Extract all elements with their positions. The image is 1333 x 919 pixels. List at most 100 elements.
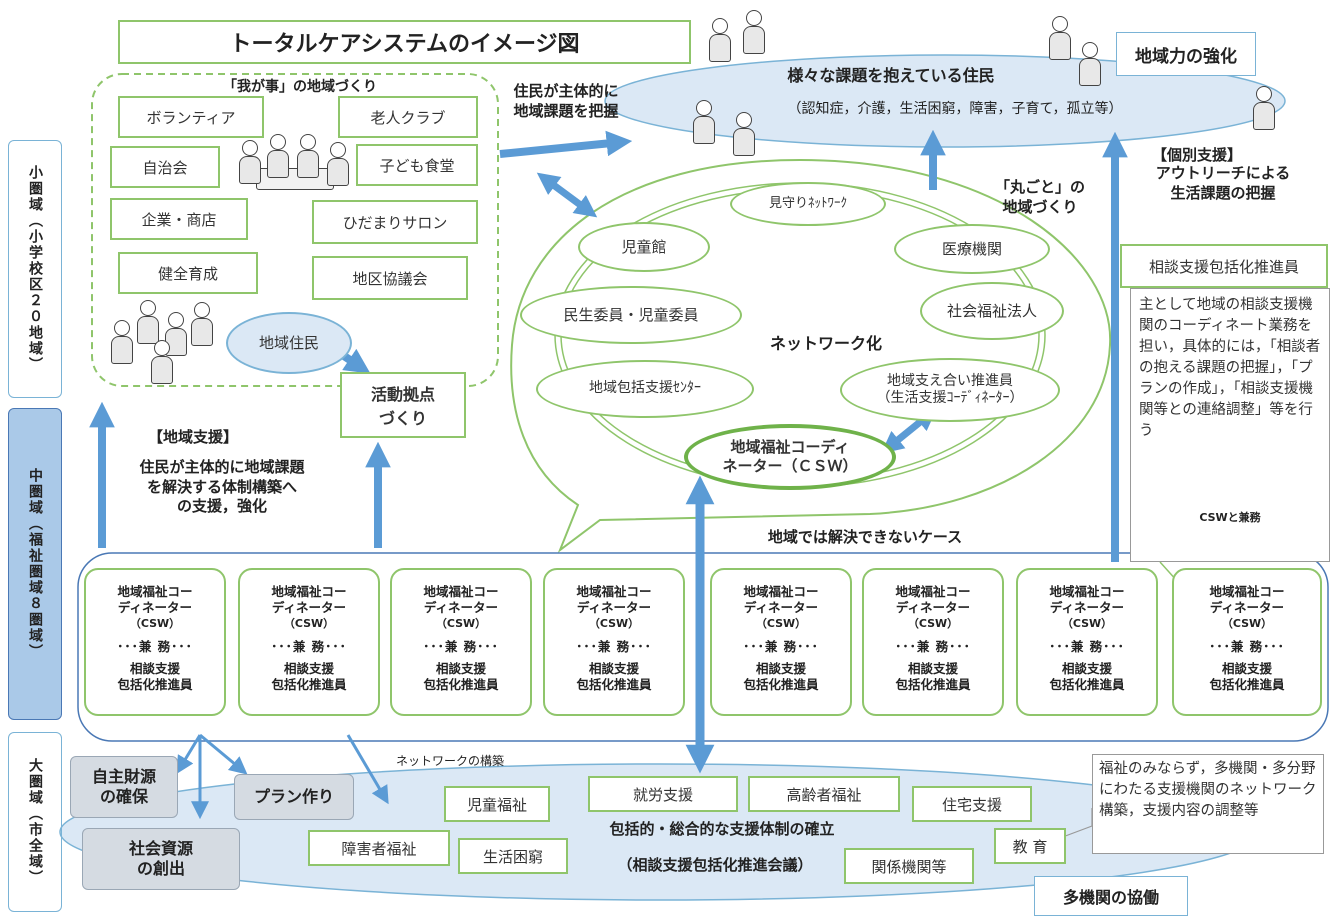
residents-illustration-3 bbox=[1040, 16, 1110, 88]
residents-illustration-1 bbox=[706, 10, 776, 68]
individual-support-body: アウトリーチによる 生活課題の把握 bbox=[1155, 164, 1291, 202]
network-node: 地域支え合い推進員 （生活支援ｺｰﾃﾞｨﾈｰﾀｰ） bbox=[840, 358, 1060, 422]
csw-card-line: ディネーター bbox=[895, 600, 971, 616]
csw-card-line: 相談支援 bbox=[755, 661, 806, 677]
csw-card-line: 地域福祉コー bbox=[1209, 584, 1285, 599]
arrow-community-network bbox=[536, 172, 598, 218]
csw-card-line: （CSW） bbox=[1061, 616, 1113, 630]
agency-box: 生活困窮 bbox=[458, 838, 568, 874]
csw-card-line: 相談支援 bbox=[588, 661, 639, 677]
community-title: 「我が事」の地域づくり bbox=[223, 79, 377, 95]
arrow-own-funds bbox=[176, 734, 202, 775]
csw-card-line: （CSW） bbox=[588, 616, 640, 630]
csw-hub: 地域福祉コーディ ネーター（ＣＳＷ） bbox=[684, 424, 896, 490]
agency-box: 関係機関等 bbox=[844, 848, 974, 884]
csw-card-line: ディネーター bbox=[1209, 600, 1285, 616]
csw-card: 地域福祉コー ディネーター （CSW） ･･･兼 務･･･ 相談支援 包括化推進… bbox=[1172, 568, 1322, 716]
promoter-note: CSWと兼務 bbox=[1199, 511, 1261, 524]
csw-card-line: ディネーター bbox=[271, 600, 347, 616]
marugoto-label: 「丸ごと」の 地域づくり bbox=[994, 178, 1085, 216]
arrow-network-build bbox=[346, 734, 389, 805]
csw-card-line: ディネーター bbox=[117, 600, 193, 616]
csw-card: 地域福祉コー ディネーター （CSW） ･･･兼 務･･･ 相談支援 包括化推進… bbox=[710, 568, 852, 716]
csw-card-line: （CSW） bbox=[907, 616, 959, 630]
region-support-heading: 【地域支援】 bbox=[148, 428, 239, 446]
council-label: （相談支援包括化推進会議） bbox=[617, 856, 813, 874]
network-node: 見守りﾈｯﾄﾜｰｸ bbox=[730, 182, 886, 226]
region-support-body: 住民が主体的に地域課題 を解決する体制構築へ の支援，強化 bbox=[139, 458, 305, 515]
csw-card-line: （CSW） bbox=[1221, 616, 1273, 630]
agency-box: 就労支援 bbox=[588, 776, 738, 812]
csw-card-kenmu: ･･･兼 務･･･ bbox=[576, 638, 652, 654]
csw-card-line: （CSW） bbox=[283, 616, 335, 630]
community-item: 自治会 bbox=[110, 146, 220, 188]
csw-card-kenmu: ･･･兼 務･･･ bbox=[271, 638, 347, 654]
csw-card-line: （CSW） bbox=[755, 616, 807, 630]
network-node: 社会福祉法人 bbox=[920, 282, 1064, 340]
csw-card-line: 地域福祉コー bbox=[423, 584, 499, 599]
csw-card-line: 地域福祉コー bbox=[743, 584, 819, 599]
csw-card-line: 相談支援 bbox=[1221, 661, 1272, 677]
csw-card: 地域福祉コー ディネーター （CSW） ･･･兼 務･･･ 相談支援 包括化推進… bbox=[543, 568, 685, 716]
csw-card-line: （CSW） bbox=[435, 616, 487, 630]
community-item: 企業・商店 bbox=[110, 198, 248, 240]
csw-card-line: ディネーター bbox=[743, 600, 819, 616]
sidebar-middle-area: 中圏域（福祉圏域８圏域） bbox=[8, 408, 62, 720]
csw-card-kenmu: ･･･兼 務･･･ bbox=[1209, 638, 1285, 654]
agency-box: 教 育 bbox=[994, 828, 1066, 864]
agency-box: 住宅支援 bbox=[912, 786, 1032, 822]
community-hub: 活動拠点 づくり bbox=[340, 372, 466, 438]
residents-detail: （認知症，介護，生活困窮，障害，子育て，孤立等） bbox=[787, 101, 1123, 117]
csw-card-line: 包括化推進員 bbox=[117, 677, 193, 693]
csw-card-line: 包括化推進員 bbox=[743, 677, 819, 693]
promoter-box: 主として地域の相談支援機関のコーディネート業務を担い，具体的には，「相談者の抱え… bbox=[1130, 288, 1330, 562]
csw-card-line: 相談支援 bbox=[283, 661, 334, 677]
csw-card: 地域福祉コー ディネーター （CSW） ･･･兼 務･･･ 相談支援 包括化推進… bbox=[238, 568, 380, 716]
csw-card: 地域福祉コー ディネーター （CSW） ･･･兼 務･･･ 相談支援 包括化推進… bbox=[84, 568, 226, 716]
community-residents: 地域住民 bbox=[226, 312, 352, 374]
promoter-body: 主として地域の相談支援機関のコーディネート業務を担い，具体的には，「相談者の抱え… bbox=[1139, 297, 1321, 440]
csw-card-kenmu: ･･･兼 務･･･ bbox=[1049, 638, 1125, 654]
residents-illustration bbox=[108, 300, 224, 386]
grasp-label: 住民が主体的に 地域課題を把握 bbox=[513, 82, 619, 120]
csw-card-line: ディネーター bbox=[423, 600, 499, 616]
csw-card-line: 相談支援 bbox=[907, 661, 958, 677]
network-center-label: ネットワーク化 bbox=[769, 334, 882, 353]
community-item: ボランティア bbox=[118, 96, 264, 138]
csw-card-line: 地域福祉コー bbox=[895, 584, 971, 599]
residents-illustration-4 bbox=[1250, 86, 1276, 130]
sidebar-large-area: 大圏域（市全域） bbox=[8, 732, 62, 912]
csw-card: 地域福祉コー ディネーター （CSW） ･･･兼 務･･･ 相談支援 包括化推進… bbox=[1016, 568, 1158, 716]
community-item: 健全育成 bbox=[118, 252, 258, 294]
network-build-label: ネットワークの構築 bbox=[395, 754, 504, 768]
agency-box: 高齢者福祉 bbox=[748, 776, 900, 812]
multi-agency-note: 福祉のみならず，多機関・多分野にわたる支援機関のネットワーク構築，支援内容の調整… bbox=[1092, 754, 1324, 854]
arrow-plan bbox=[199, 733, 248, 775]
csw-card-kenmu: ･･･兼 務･･･ bbox=[895, 638, 971, 654]
csw-card-kenmu: ･･･兼 務･･･ bbox=[423, 638, 499, 654]
network-node: 地域包括支援ｾﾝﾀｰ bbox=[536, 360, 754, 418]
csw-card-kenmu: ･･･兼 務･･･ bbox=[117, 638, 193, 654]
establish-label: 包括的・総合的な支援体制の確立 bbox=[609, 820, 835, 838]
own-funds-box: 自主財源 の確保 bbox=[70, 756, 178, 818]
csw-card-line: ディネーター bbox=[1049, 600, 1125, 616]
csw-card-line: 包括化推進員 bbox=[895, 677, 971, 693]
residents-illustration-2 bbox=[690, 96, 770, 158]
csw-card-line: ディネーター bbox=[576, 600, 652, 616]
csw-card-line: 地域福祉コー bbox=[271, 584, 347, 599]
agency-box: 障害者福祉 bbox=[308, 830, 450, 866]
network-node: 医療機関 bbox=[894, 224, 1050, 274]
csw-card-line: 包括化推進員 bbox=[576, 677, 652, 693]
arrow-grasp bbox=[499, 130, 633, 158]
resources-box: 社会資源 の創出 bbox=[82, 828, 240, 890]
csw-card-line: 包括化推進員 bbox=[423, 677, 499, 693]
sidebar-small-area: 小圏域（小学校区２０地域） bbox=[8, 140, 62, 398]
csw-card-line: 相談支援 bbox=[435, 661, 486, 677]
agency-box: 児童福祉 bbox=[444, 786, 550, 822]
csw-card-line: 相談支援 bbox=[1061, 661, 1112, 677]
corner-label: 地域力の強化 bbox=[1116, 32, 1256, 76]
community-item: ひだまりサロン bbox=[312, 200, 478, 244]
residents-title: 様々な課題を抱えている住民 bbox=[787, 66, 995, 85]
community-item: 老人クラブ bbox=[338, 96, 478, 138]
csw-card-kenmu: ･･･兼 務･･･ bbox=[743, 638, 819, 654]
